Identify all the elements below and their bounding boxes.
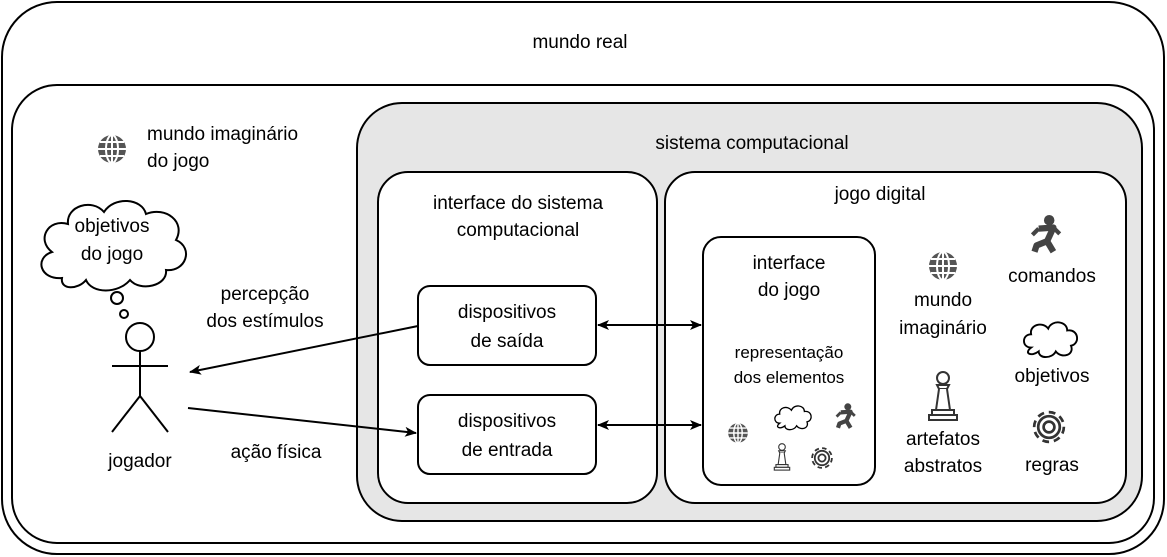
perception-label-line1: percepção [221, 284, 310, 305]
elements-representation-line2: dos elementos [734, 368, 845, 387]
small-globe-icon [727, 422, 749, 444]
abstract-artifacts-line1: artefatos [906, 429, 980, 450]
imaginary-world-element-line2: imaginário [899, 318, 987, 339]
computer-system-label: sistema computacional [655, 133, 848, 154]
perception-label-line2: dos estímulos [206, 311, 323, 332]
system-interface-label-line1: interface do sistema [433, 193, 603, 214]
input-devices-box [417, 394, 597, 475]
game-interface-box [702, 236, 876, 486]
imaginary-world-element-line1: mundo [914, 290, 972, 311]
thought-bubble-small [119, 309, 129, 319]
objectives-label: objetivos [1015, 366, 1090, 387]
imaginary-world-label-line2: do jogo [147, 151, 209, 172]
globe-icon [97, 134, 127, 164]
input-devices-label-line2: de entrada [462, 440, 553, 461]
player-stick-figure [111, 322, 169, 433]
input-devices-label-line1: dispositivos [458, 411, 556, 432]
perception-arrow [189, 325, 419, 375]
system-interface-label-line2: computacional [457, 220, 580, 241]
output-devices-box [417, 285, 597, 366]
imaginary-world-label-line1: mundo imaginário [147, 124, 298, 145]
abstract-artifacts-line2: abstratos [904, 456, 982, 477]
digital-game-label: jogo digital [834, 184, 926, 205]
thought-label-line2: do jogo [81, 244, 143, 265]
thought-bubble-large [110, 291, 124, 305]
physical-action-label: ação física [231, 442, 322, 463]
player-label: jogador [107, 451, 172, 472]
output-devices-label-line2: de saída [471, 331, 544, 352]
output-devices-label-line1: dispositivos [458, 302, 556, 323]
imaginary-world-globe-icon [928, 251, 958, 281]
elements-representation-line1: representação [735, 343, 844, 362]
thought-label-line1: objetivos [75, 216, 150, 237]
commands-label: comandos [1008, 266, 1096, 287]
physical-action-arrow [187, 407, 417, 437]
thought-cloud [40, 200, 187, 292]
rules-label: regras [1025, 455, 1079, 476]
game-interface-label-line1: interface [753, 253, 826, 274]
game-interface-label-line2: do jogo [758, 280, 820, 301]
real-world-label: mundo real [532, 32, 627, 53]
